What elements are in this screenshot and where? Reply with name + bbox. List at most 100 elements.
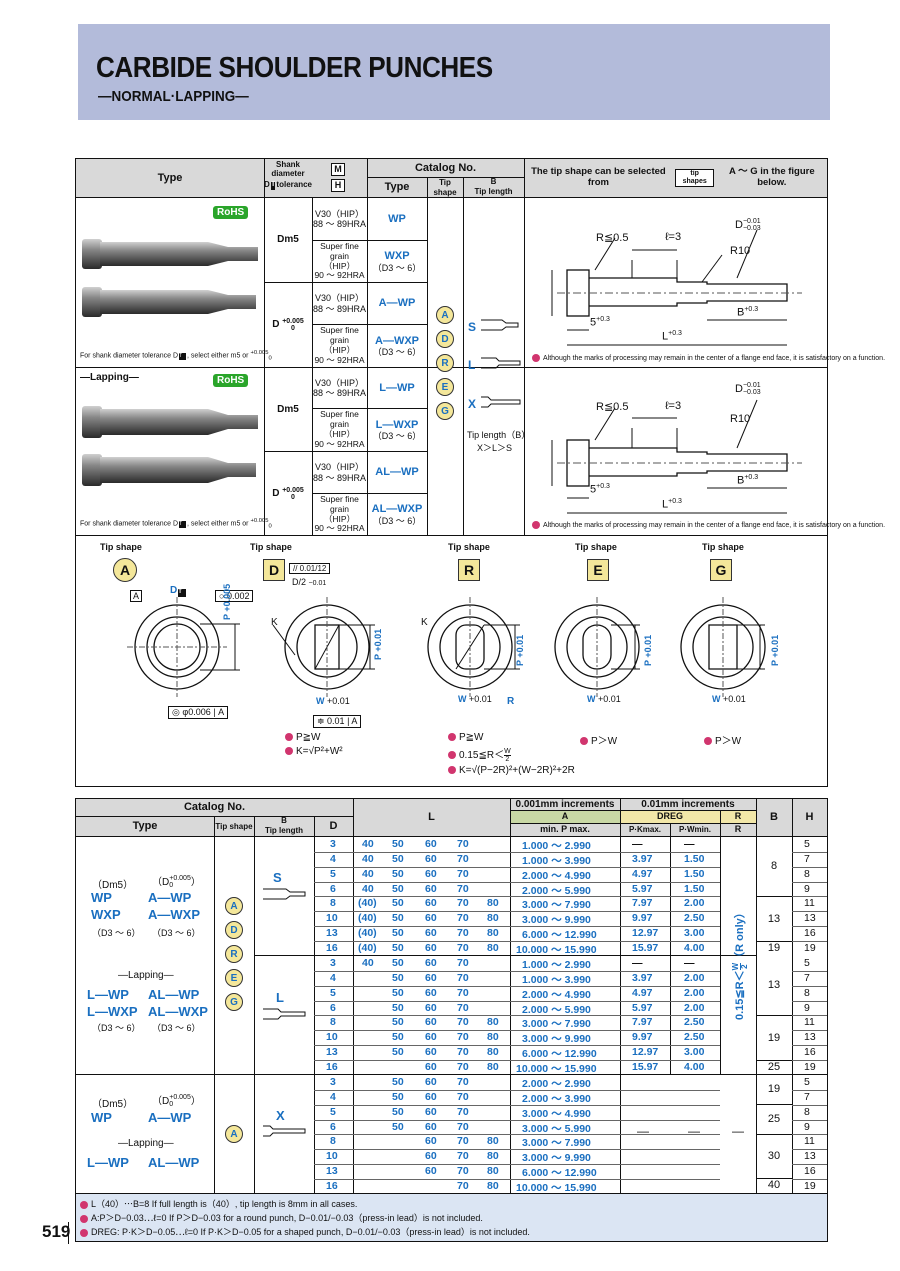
- row-pk-max: 9.97: [632, 1031, 653, 1044]
- row-h: 8: [804, 867, 810, 880]
- selection-note: The tip shape can be selected from tip s…: [531, 166, 815, 188]
- bt-r-header: R: [734, 811, 742, 822]
- tip-shape-header: Tip shape: [433, 178, 457, 197]
- row-l: 70: [457, 1179, 469, 1192]
- g1-d36-right: （D3 ～ 6）: [152, 928, 201, 938]
- g2-tip-x-icon: [263, 1125, 306, 1137]
- g2-type-wp: WP: [91, 1110, 112, 1125]
- row-pk-max: 15.97: [632, 1060, 659, 1073]
- bt-inc001-header: 0.001mm increments: [515, 798, 615, 810]
- b-header: B: [490, 177, 497, 187]
- row-pw-min: —: [684, 957, 695, 969]
- g2-dm5: （Dm5）: [92, 1099, 134, 1110]
- g1-shape-d: D: [225, 921, 243, 939]
- p-tol-g: P +0.01: [770, 634, 780, 666]
- d-half: D/2 −0.01: [292, 577, 327, 587]
- row-p-range: 1.000 ～ 3.990: [522, 854, 591, 867]
- g1-lap-d36-left: （D3 ～ 6）: [92, 1023, 141, 1033]
- row-l: 70: [457, 852, 469, 865]
- g1-type-lwxp: L—WXP: [87, 1004, 138, 1019]
- catalog-type-header: Type: [384, 181, 410, 194]
- row-l: 70: [457, 1060, 469, 1073]
- b-val-25: 25: [767, 1060, 781, 1073]
- row-pk-max: 5.97: [632, 882, 653, 895]
- row-h: 5: [804, 1076, 810, 1088]
- bt-pkmax-header: P·Kmax.: [628, 824, 661, 834]
- row-pk-max: —: [632, 957, 643, 969]
- bt-type-header: Type: [132, 820, 158, 833]
- b-val-8: 8: [770, 860, 778, 873]
- row-p-range: 3.000 ～ 7.990: [522, 1018, 591, 1031]
- footnote-1: L（40）⋯B=8 If full length is（40）, tip len…: [80, 1197, 357, 1210]
- bt-a-header: A: [561, 811, 569, 822]
- row-d: 8: [330, 897, 336, 910]
- row-h: 19: [804, 1179, 816, 1192]
- row-pw-min: 2.00: [684, 1001, 705, 1014]
- row-pk-max: 15.97: [632, 941, 659, 954]
- row-pw-min: 1.50: [684, 882, 705, 895]
- b-val-13: 13: [767, 912, 781, 925]
- row-l: 70: [457, 941, 469, 954]
- row-d: 10: [326, 1031, 338, 1044]
- row-l: 70: [457, 867, 469, 880]
- row-l: 60: [425, 1076, 437, 1088]
- row-l: 70: [457, 897, 469, 910]
- row-d: 6: [330, 1001, 336, 1014]
- lapping-punch-photo: [82, 406, 258, 486]
- row-l: 60: [425, 1060, 437, 1073]
- g1-shape-e: E: [225, 969, 243, 987]
- tip-shape-g-badge: G: [436, 402, 454, 420]
- bt-tipshape-header: Tip shape: [215, 821, 253, 831]
- row-p-range: 2.000 ～ 4.990: [522, 869, 591, 882]
- row-d: 16: [326, 1060, 338, 1073]
- row-h: 16: [804, 1046, 816, 1059]
- row-h: 7: [804, 1090, 810, 1103]
- row-p-range: 6.000 ～ 12.990: [522, 929, 597, 942]
- shank-note-lapping: For shank diameter tolerance DT, select …: [80, 518, 272, 530]
- row-p-range: 10.000 ～ 15.990: [516, 1181, 597, 1194]
- row-l: 70: [457, 927, 469, 940]
- material-superfine-d: Super fine grain（HIP）90 ～ 92HRA: [314, 493, 365, 534]
- row-l: 50: [392, 912, 404, 925]
- row-d: 6: [330, 1120, 336, 1133]
- row-l: 50: [392, 1105, 404, 1118]
- g1-tip-s-icon: [263, 888, 306, 900]
- row-l: 60: [425, 957, 437, 969]
- k-label-r: K: [421, 617, 428, 628]
- row-l: 70: [457, 1001, 469, 1014]
- row-d: 10: [326, 912, 338, 925]
- lapping-label: —Lapping—: [80, 372, 139, 383]
- material-v30: V30（HIP）88 ～ 89HRA: [312, 208, 367, 229]
- row-l: 40: [362, 852, 374, 865]
- material-superfine: Super fine grain（HIP）90 ～ 92HRA: [314, 240, 365, 281]
- g1-type-lwp: L—WP: [87, 987, 129, 1002]
- b-val-13b: 13: [767, 979, 781, 992]
- g2-tip-x: X: [276, 1108, 285, 1123]
- row-l: 70: [457, 1031, 469, 1044]
- row-p-range: 3.000 ～ 9.990: [522, 914, 591, 927]
- row-l: 70: [457, 971, 469, 984]
- page-number-divider: [68, 1222, 69, 1244]
- tip-shape-e-badge: E: [436, 378, 454, 396]
- row-p-range: 2.000 ～ 4.990: [522, 988, 591, 1001]
- row-h: 8: [804, 1105, 810, 1118]
- row-d: 4: [330, 1090, 336, 1103]
- row-pw-min: 4.00: [684, 1060, 705, 1073]
- row-h: 11: [804, 1016, 815, 1029]
- tip-s-icon: [481, 319, 519, 331]
- ref-a-label: A: [130, 590, 143, 602]
- row-l: 50: [392, 927, 404, 940]
- rule-k-r: K=√(P−2R)²+(W−2R)²+2R: [448, 765, 575, 776]
- row-p-range: 3.000 ～ 7.990: [522, 1137, 591, 1150]
- row-l: 70: [457, 1046, 469, 1059]
- row-p-range: 2.000 ～ 3.990: [522, 1092, 591, 1105]
- drawing-note-lapping: Although the marks of processing may rem…: [532, 521, 885, 529]
- row-p-range: 2.000 ～ 2.990: [522, 1078, 591, 1090]
- row-l: 60: [425, 867, 437, 880]
- row-l: 60: [425, 852, 437, 865]
- dim-r10-lapping: R10: [730, 413, 751, 425]
